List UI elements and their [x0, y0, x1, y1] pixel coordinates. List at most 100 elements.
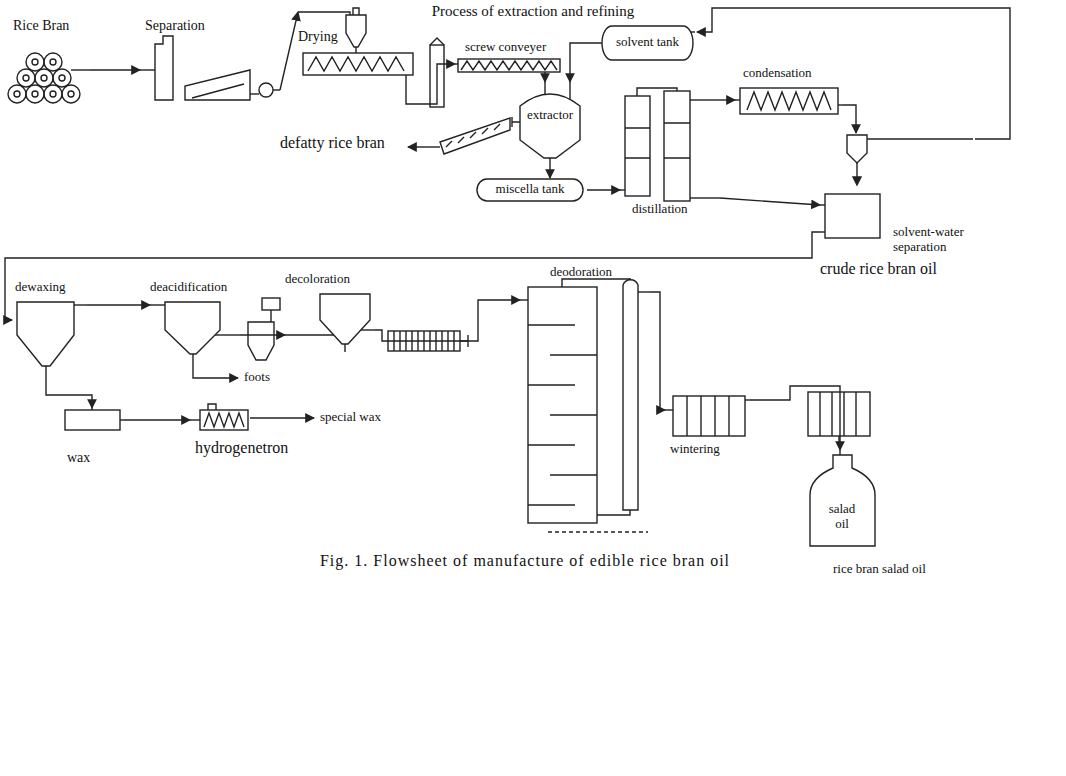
equipment-label: Separation — [145, 18, 205, 34]
bran-bale — [62, 85, 80, 103]
flow-line — [375, 300, 520, 341]
equipment-label: solvent tank — [600, 35, 695, 50]
pipe — [520, 299, 528, 300]
bran-bale-core — [14, 91, 20, 97]
equipment-label: crude rice bran oil — [820, 260, 937, 278]
separator: solvent-water separation — [845, 133, 975, 258]
pipe — [735, 99, 740, 100]
bran-bale — [17, 69, 35, 87]
inlet-pipe — [298, 12, 350, 15]
flow-line — [90, 69, 140, 70]
pipe — [597, 510, 630, 515]
equipment-symbol — [620, 88, 720, 218]
flow-line — [650, 292, 665, 410]
vessel: extractor — [510, 82, 592, 168]
equipment-label: rice bran salad oil — [833, 562, 926, 577]
tank: miscella tank — [475, 178, 587, 202]
equipment-label: wax — [67, 450, 90, 466]
equipment-label: salad oil — [822, 502, 862, 532]
bran-bale — [44, 85, 62, 103]
bran-bale — [53, 69, 71, 87]
bran-bale — [26, 53, 44, 71]
cyclone — [346, 15, 366, 47]
tank: crude rice bran oil — [820, 192, 955, 282]
flow-line — [750, 386, 840, 450]
column: distillation — [620, 88, 720, 219]
pipe — [120, 419, 124, 420]
equipment-label: hydrogenetron — [195, 439, 288, 457]
condenser-coil — [747, 92, 831, 110]
wintering-tank — [673, 396, 745, 436]
deacidification-tank — [165, 302, 220, 354]
outlet-pipe — [544, 72, 545, 78]
wax-arrow — [250, 417, 314, 418]
raw-material: Rice Bran — [5, 18, 90, 108]
flow-line — [720, 99, 735, 100]
bran-bale-core — [41, 75, 47, 81]
outlet-pipe — [344, 344, 345, 352]
outlet-pipe — [549, 158, 550, 168]
bran-bale-core — [68, 91, 74, 97]
bran-bale-core — [50, 59, 56, 65]
wax-block — [65, 410, 120, 430]
equipment-label: distillation — [632, 202, 688, 217]
hopper-tank: decoloration — [285, 272, 375, 352]
stream-label: foots — [244, 370, 270, 385]
bran-bale-core — [50, 91, 56, 97]
conveyor: screw conveyer — [455, 40, 565, 78]
hopper-tank: deacidification — [150, 280, 240, 360]
oil-tank — [825, 194, 880, 238]
flow-line — [587, 189, 620, 190]
bran-bale-core — [32, 59, 38, 65]
bottle — [810, 455, 875, 546]
pipe — [838, 104, 843, 105]
flow-line — [240, 334, 285, 335]
pump — [259, 83, 273, 97]
bran-bale-core — [59, 75, 65, 81]
pipe — [250, 93, 259, 94]
pipe — [190, 419, 200, 420]
pipe — [867, 138, 973, 139]
equipment-label: screw conveyer — [465, 40, 546, 55]
foots-arrow — [193, 360, 238, 378]
pipe — [820, 204, 825, 205]
pipe — [273, 89, 280, 90]
pipe — [745, 399, 750, 400]
flow-line — [87, 304, 150, 305]
feed-hopper — [208, 404, 216, 410]
bran-bale — [8, 85, 26, 103]
equipment-symbol — [520, 265, 650, 530]
wintering-tubes — [820, 392, 856, 446]
conveyor-screw — [461, 61, 557, 70]
pipe — [690, 99, 720, 100]
equipment-label: deacidification — [150, 280, 227, 295]
distillation-column — [664, 91, 690, 201]
dryer: Drying — [298, 5, 420, 97]
equipment-label: condensation — [743, 66, 812, 81]
centrifuge — [248, 322, 274, 360]
elevator-head — [430, 38, 444, 45]
bran-bale — [35, 69, 53, 87]
flow-line — [5, 232, 820, 320]
pipe — [839, 450, 840, 455]
pipe — [620, 189, 625, 190]
outlet-pipe — [45, 366, 46, 382]
pipe — [820, 231, 825, 232]
outlet-pipe — [192, 354, 193, 360]
filter-tank: wintering — [665, 392, 750, 464]
pipe — [285, 334, 334, 335]
equipment-symbol — [12, 280, 87, 382]
wintering-tank — [808, 392, 870, 436]
equipment-label: solvent-water separation — [893, 225, 973, 255]
inlet-pipe — [545, 82, 570, 99]
pipe — [150, 304, 165, 305]
equipment-label: Drying — [298, 29, 338, 45]
equipment-label: decoloration — [285, 272, 350, 287]
flow-line — [549, 168, 550, 178]
bran-bale-core — [23, 75, 29, 81]
wintering-tube — [687, 396, 729, 436]
decoloration-tank — [320, 294, 370, 344]
flow-line — [843, 105, 856, 133]
side-nozzle — [512, 117, 520, 127]
